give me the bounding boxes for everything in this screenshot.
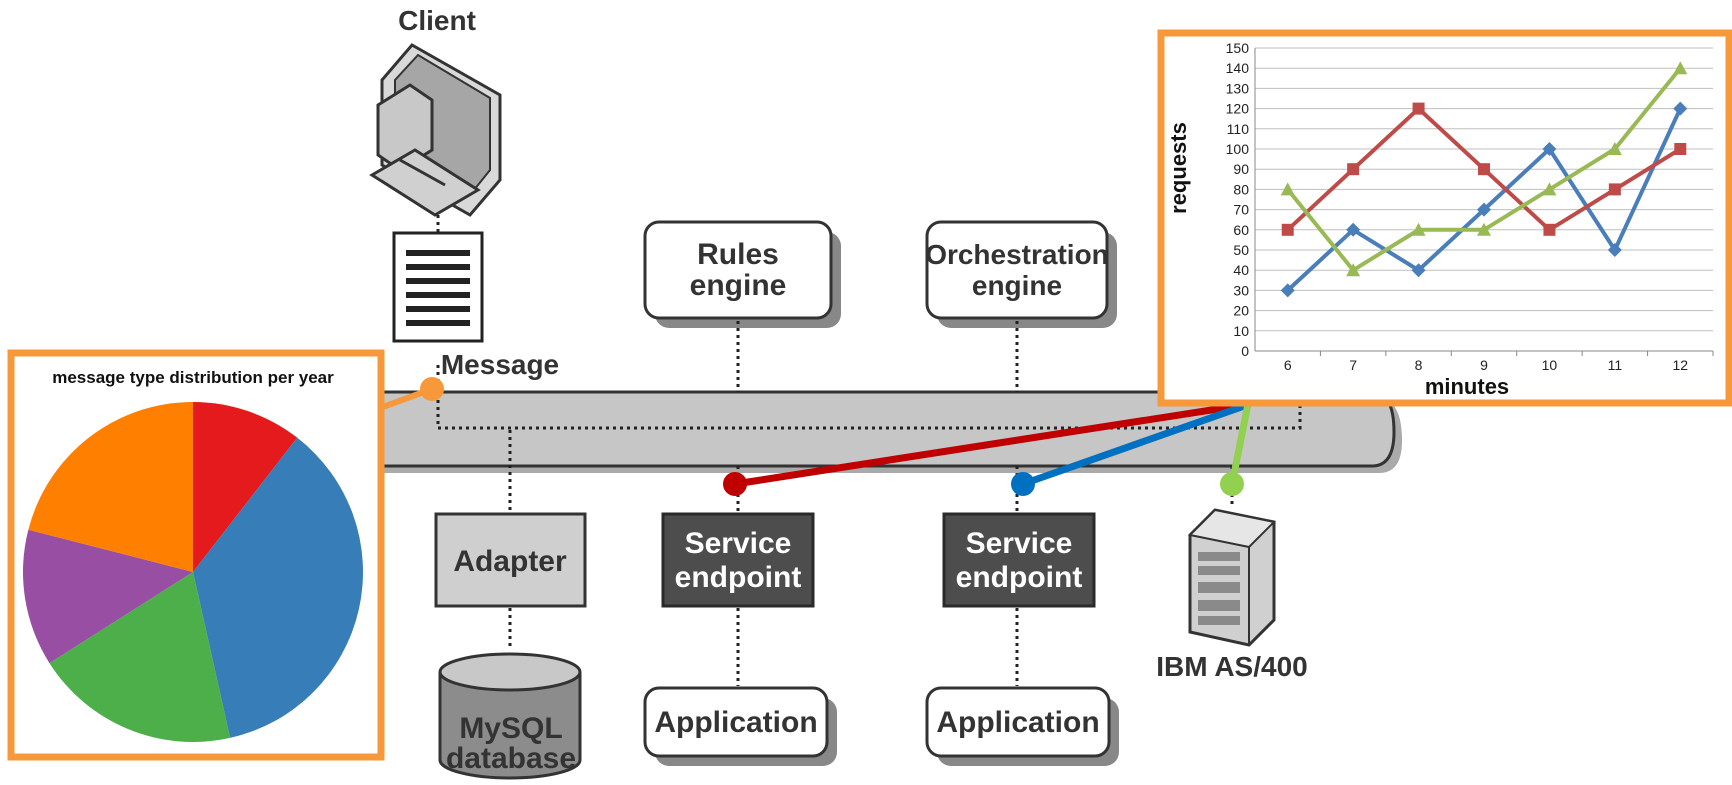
- data-point: [1411, 222, 1426, 236]
- y-tick-label: 10: [1233, 323, 1249, 339]
- blue-connector-dot: [1011, 472, 1035, 496]
- y-tick-label: 70: [1233, 202, 1249, 218]
- y-tick-label: 80: [1233, 181, 1249, 197]
- y-tick-label: 30: [1233, 282, 1249, 298]
- pie-slice-1: [193, 402, 298, 572]
- data-point: [1607, 243, 1622, 257]
- ibm-label: IBM AS/400: [1156, 651, 1307, 682]
- y-axis-title: requests: [1166, 122, 1191, 214]
- y-tick-label: 60: [1233, 222, 1249, 238]
- data-point: [1280, 283, 1295, 298]
- data-point: [1542, 142, 1557, 156]
- pie-chart-title: message type distribution per year: [52, 368, 334, 387]
- red-connector-dot: [723, 472, 747, 496]
- mysql-label-line2: database: [446, 742, 576, 775]
- y-tick-label: 100: [1226, 141, 1250, 157]
- data-point: [1477, 202, 1491, 217]
- application-1-label: Application: [654, 706, 817, 739]
- mysql-label-line1: MySQL: [459, 712, 562, 745]
- data-point: [1608, 183, 1621, 196]
- y-tick-label: 90: [1233, 161, 1249, 177]
- line-chart-y-ticks: 0 10 20 30 40 50 60 70 80 90 100 110 120 130 140 150: [1226, 40, 1250, 359]
- application-2-label: Application: [936, 706, 1099, 739]
- orchestration-engine-box: Orchestration engine: [925, 220, 1117, 328]
- data-point: [1281, 223, 1294, 236]
- data-point: [1347, 163, 1360, 176]
- service-endpoint-box-2: Service endpoint: [942, 512, 1096, 608]
- x-tick-label: 10: [1542, 357, 1558, 373]
- application-box-2: Application: [925, 686, 1119, 766]
- client-label: Client: [398, 5, 476, 36]
- pie-slices: [22, 402, 363, 742]
- green-connector-line: [1228, 403, 1252, 485]
- x-tick-label: 8: [1415, 357, 1423, 373]
- data-point: [1674, 143, 1687, 155]
- data-point: [1411, 263, 1426, 278]
- y-tick-label: 110: [1227, 121, 1250, 137]
- y-tick-label: 150: [1226, 40, 1250, 56]
- adapter-box: Adapter: [434, 512, 587, 608]
- service-endpoint-1-line1: Service: [685, 527, 792, 560]
- x-tick-label: 11: [1608, 357, 1623, 373]
- x-tick-label: 12: [1672, 357, 1688, 373]
- line-chart-x-ticks: 6 7 8 9 10 11 12: [1284, 351, 1714, 373]
- data-point: [1543, 223, 1556, 236]
- data-point: [1607, 142, 1622, 155]
- data-point: [1542, 182, 1557, 196]
- rules-engine-box: Rules engine: [643, 220, 841, 328]
- client-computer-icon: [369, 43, 502, 217]
- pie-slice-3: [49, 572, 231, 742]
- data-point: [1346, 263, 1361, 277]
- application-box-1: Application: [643, 686, 837, 766]
- service-endpoint-2-line2: endpoint: [956, 561, 1083, 594]
- pie-chart-panel: message type distribution per year: [7, 349, 385, 761]
- data-point: [1412, 102, 1425, 115]
- y-tick-label: 50: [1233, 242, 1249, 258]
- x-axis-title: minutes: [1425, 374, 1509, 399]
- y-tick-label: 40: [1233, 262, 1249, 278]
- green-connector-dot: [1220, 472, 1244, 496]
- data-point: [1478, 163, 1490, 176]
- service-endpoint-box-1: Service endpoint: [661, 512, 815, 608]
- data-point: [1280, 182, 1295, 196]
- orchestration-engine-label-line2: engine: [972, 270, 1062, 301]
- line-chart-panel: 0 10 20 30 40 50 60 70 80 90 100 110 120 130 140 150 6 7…: [1157, 29, 1732, 407]
- data-point: [1346, 222, 1361, 237]
- service-endpoint-1-line2: endpoint: [675, 561, 802, 594]
- ibm-server-icon: [1187, 508, 1277, 647]
- x-tick-label: 9: [1480, 357, 1488, 373]
- y-tick-label: 120: [1226, 101, 1250, 117]
- data-point: [1673, 61, 1688, 75]
- blue-connector-line: [1021, 400, 1252, 488]
- adapter-label: Adapter: [453, 545, 567, 578]
- pie-slice-5: [28, 402, 193, 572]
- line-chart-series: [1280, 61, 1688, 298]
- rules-engine-label-line2: engine: [690, 269, 787, 302]
- data-point: [1673, 101, 1688, 116]
- pie-slice-2: [193, 437, 363, 738]
- pie-slice-4: [22, 529, 193, 664]
- y-tick-label: 0: [1241, 343, 1249, 359]
- message-document-icon: [392, 231, 484, 343]
- mysql-database-icon: MySQL database: [438, 652, 582, 780]
- message-label: Message: [441, 349, 559, 380]
- orange-connector-dot: [420, 377, 444, 401]
- x-tick-label: 7: [1349, 357, 1357, 373]
- data-point: [1477, 222, 1491, 236]
- rules-engine-label-line1: Rules: [697, 238, 779, 271]
- y-tick-label: 130: [1226, 80, 1250, 96]
- service-endpoint-2-line1: Service: [966, 527, 1073, 560]
- red-connector-line: [734, 400, 1251, 488]
- x-tick-label: 6: [1284, 357, 1292, 373]
- y-tick-label: 140: [1226, 60, 1250, 76]
- y-tick-label: 20: [1233, 303, 1249, 319]
- orchestration-engine-label-line1: Orchestration: [925, 239, 1109, 270]
